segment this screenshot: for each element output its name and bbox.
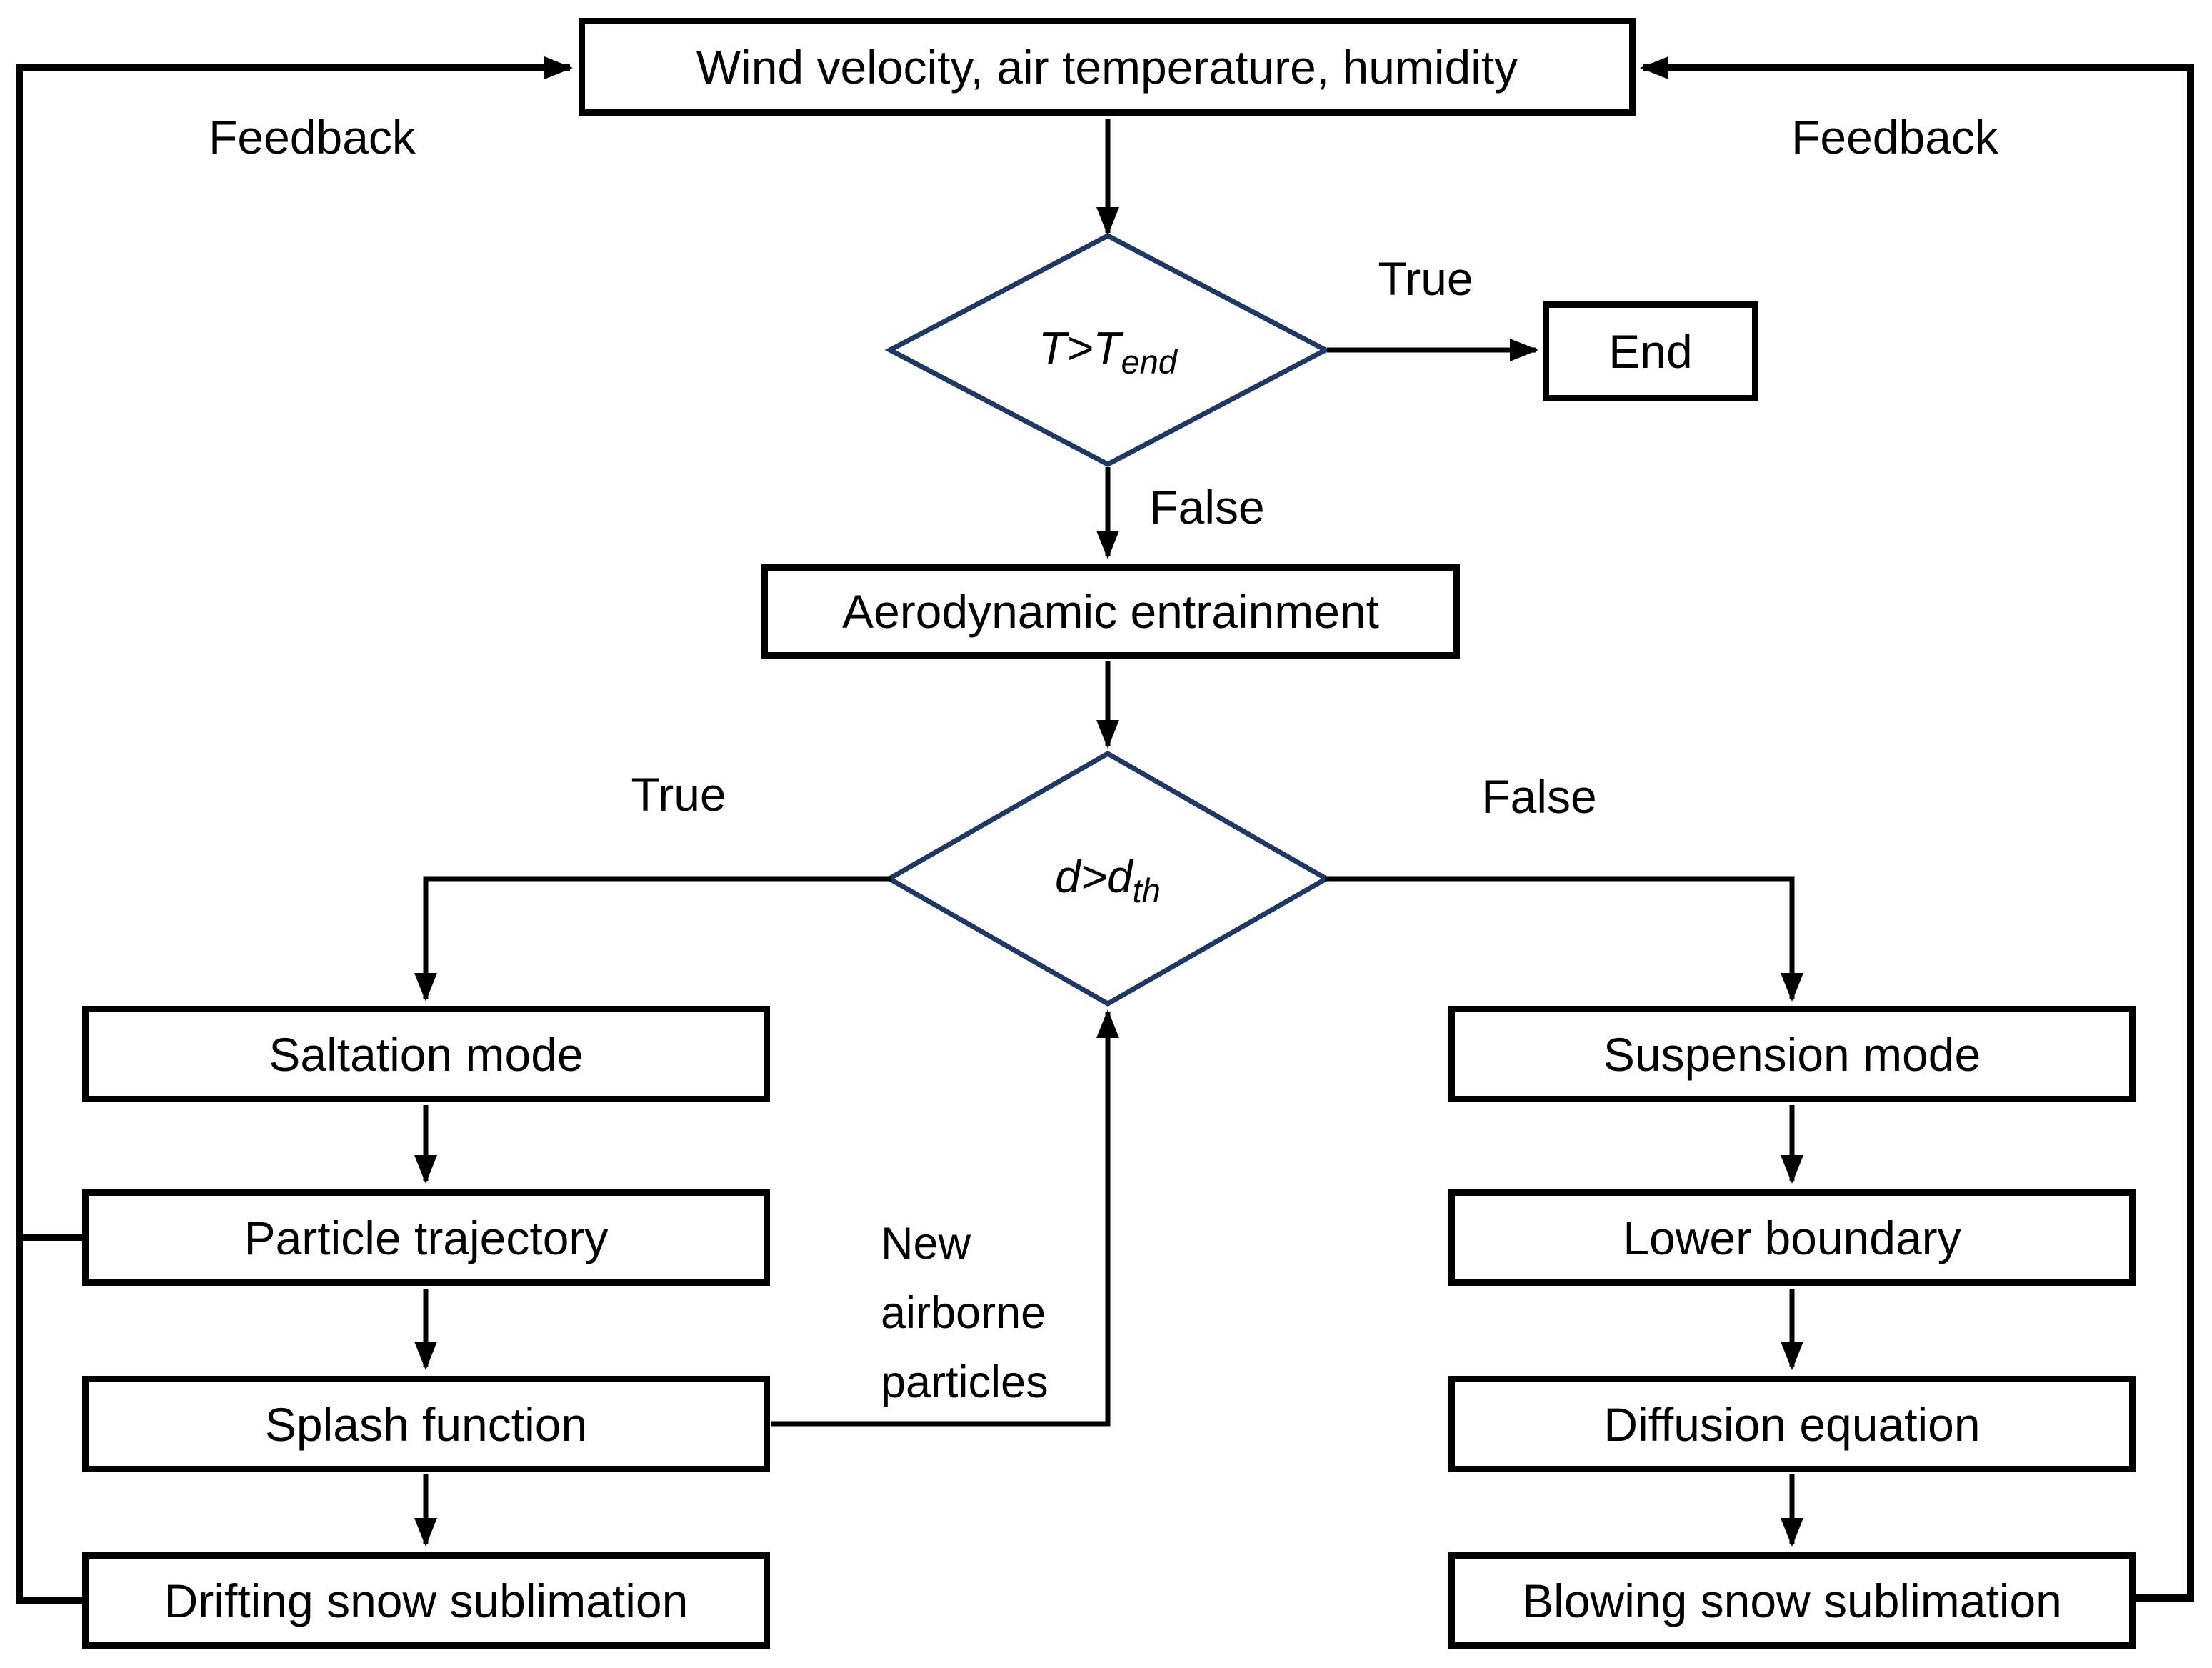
decision-temperature-label: T>Tend [1039,321,1177,381]
decision-temperature-sub: end [1121,342,1177,381]
decision-diamond-temperature [884,233,1331,467]
label-true-temperature: True [1378,252,1473,305]
arrow-feedback-right [1640,56,2194,1602]
decision-temperature-base: T>T [1039,322,1121,374]
arrow-feedback-left [16,56,573,1604]
node-drifting-snow-sublimation: Drifting snow sublimation [82,1552,770,1649]
node-splash-function: Splash function [82,1376,770,1472]
node-start: Wind velocity, air temperature, humidity [579,18,1636,116]
node-suspension-mode: Suspension mode [1448,1006,2136,1102]
node-aerodynamic-entrainment: Aerodynamic entrainment [761,564,1460,659]
arrow-splash-to-diameter-new-particles [771,1009,1119,1427]
label-feedback-right: Feedback [1791,111,1998,164]
node-diffusion-equation: Diffusion equation [1448,1376,2136,1472]
label-new-airborne-line-2: airborne [881,1288,1046,1338]
decision-diameter-base: d>d [1055,851,1133,903]
label-new-airborne-line-1: New [881,1219,971,1269]
node-end: End [1543,301,1758,401]
decision-diameter-label: d>dth [1055,850,1161,910]
node-particle-trajectory: Particle trajectory [82,1189,770,1286]
arrow-diameter-to-suspension [1325,876,1803,1002]
label-new-airborne-particles: New airborne particles [881,1209,1049,1417]
label-false-diameter: False [1481,770,1597,823]
node-saltation-mode: Saltation mode [82,1006,770,1102]
decision-diamond-diameter [884,750,1332,1007]
label-true-diameter: True [631,768,726,821]
label-false-temperature: False [1149,481,1265,534]
node-lower-boundary: Lower boundary [1448,1189,2136,1286]
label-feedback-left: Feedback [209,111,416,164]
node-blowing-snow-sublimation: Blowing snow sublimation [1448,1552,2136,1649]
decision-diameter-sub: th [1132,871,1161,909]
arrow-diameter-to-saltation [414,876,891,1002]
label-new-airborne-line-3: particles [881,1357,1049,1407]
